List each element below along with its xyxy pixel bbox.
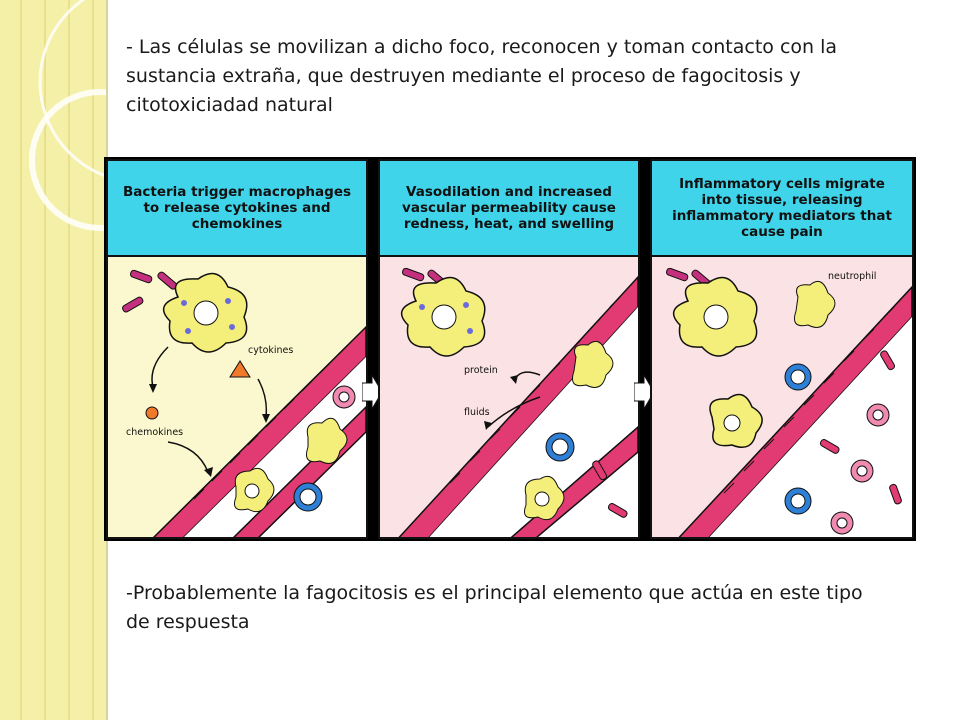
panel-2-body: protein fluids xyxy=(380,257,638,537)
panel-3-illustration: neutrophil xyxy=(665,267,912,537)
panel-2-header: Vasodilation and increased vascular perm… xyxy=(380,161,638,257)
panel-3: Inflammatory cells migrate into tissue, … xyxy=(650,159,914,539)
label-chemokines: chemokines xyxy=(126,427,183,438)
panel-1-header: Bacteria trigger macrophages to release … xyxy=(108,161,366,257)
label-fluids: fluids xyxy=(464,407,490,418)
panel-3-body: neutrophil xyxy=(652,257,912,537)
slide-paragraph-bottom: -Probablemente la fagocitosis es el prin… xyxy=(126,582,863,633)
panel-3-header: Inflammatory cells migrate into tissue, … xyxy=(652,161,912,257)
decorative-rings xyxy=(29,0,106,231)
inflammation-figure: Bacteria trigger macrophages to release … xyxy=(104,157,916,541)
arrow-icon-1 xyxy=(362,375,382,409)
label-protein: protein xyxy=(464,365,498,376)
label-neutrophil: neutrophil xyxy=(828,271,876,282)
panel-1-illustration: cytokines chemokines xyxy=(122,269,366,537)
label-cytokines: cytokines xyxy=(248,345,293,356)
decorative-sidebar xyxy=(0,0,108,720)
panel-2: Vasodilation and increased vascular perm… xyxy=(378,159,640,539)
arrow-icon-2 xyxy=(634,375,654,409)
panel-2-illustration: protein fluids xyxy=(398,267,638,537)
slide-paragraph-top: - Las células se movilizan a dicho foco,… xyxy=(126,36,838,116)
panel-1-body: cytokines chemokines xyxy=(108,257,366,537)
panel-1: Bacteria trigger macrophages to release … xyxy=(106,159,368,539)
